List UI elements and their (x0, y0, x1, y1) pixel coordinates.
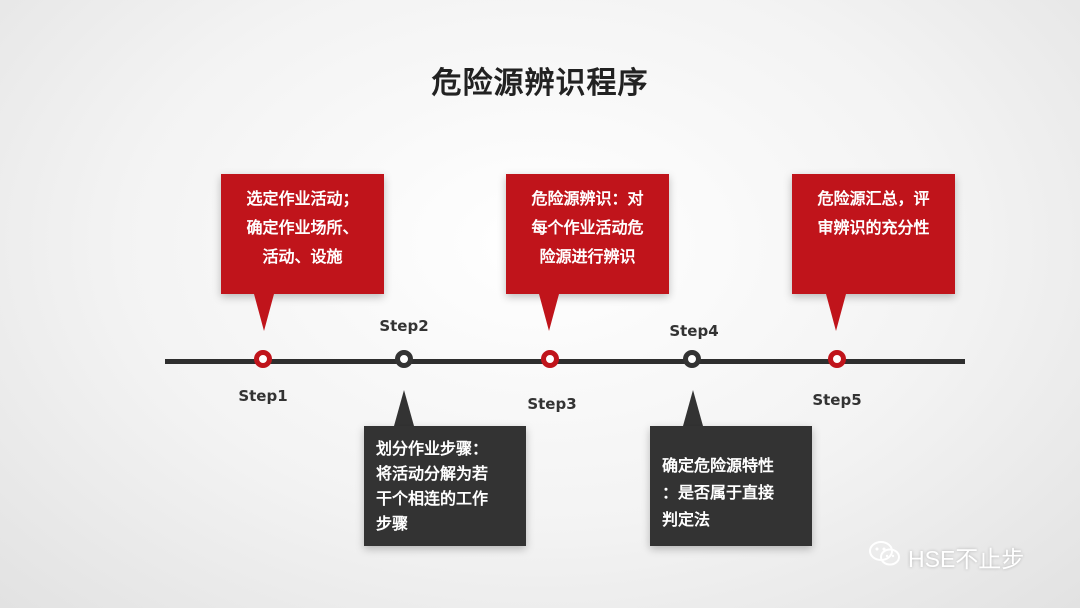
step4-box: 确定危险源特性 ：是否属于直接 判定法 (650, 426, 812, 546)
page-title: 危险源辨识程序 (431, 66, 649, 101)
step3-box-line: 险源进行辨识 (539, 247, 636, 266)
step4-box-line: 确定危险源特性 (662, 456, 775, 475)
step5-pointer (826, 294, 846, 331)
step2-box-line: 干个相连的工作 (376, 489, 489, 508)
step4-pointer (683, 390, 703, 426)
step1-label: Step1 (238, 387, 288, 405)
watermark-text: HSE不止步 (908, 546, 1025, 572)
wechat-icon (868, 539, 908, 575)
step5-box: 危险源汇总，评 审辨识的充分性 (792, 174, 955, 294)
step4-node (683, 350, 701, 368)
step1-box-line: 确定作业场所、 (246, 218, 359, 237)
step5-label: Step5 (812, 391, 862, 409)
step2-pointer (394, 390, 414, 426)
watermark: HSE不止步 (868, 540, 1024, 574)
step2-box-line: 步骤 (376, 514, 409, 533)
step2-node (395, 350, 413, 368)
step4-label: Step4 (669, 322, 719, 340)
step3-label: Step3 (527, 395, 577, 413)
step5-box-line: 审辨识的充分性 (817, 218, 930, 237)
step1-node (254, 350, 272, 368)
step2-box-line: 划分作业步骤： (376, 439, 489, 458)
step1-pointer (254, 294, 274, 331)
step1-box-line: 选定作业活动； (246, 189, 359, 208)
step5-node (828, 350, 846, 368)
step3-box-line: 危险源辨识：对 (531, 189, 644, 208)
step3-node (541, 350, 559, 368)
step4-box-line: ：是否属于直接 (662, 483, 775, 502)
step1-box: 选定作业活动； 确定作业场所、 活动、设施 (221, 174, 384, 294)
step2-label: Step2 (379, 317, 429, 335)
timeline-line (165, 359, 965, 364)
step2-box-line: 将活动分解为若 (376, 464, 489, 483)
step1-box-line: 活动、设施 (262, 247, 343, 266)
step3-box: 危险源辨识：对 每个作业活动危 险源进行辨识 (506, 174, 669, 294)
step2-box: 划分作业步骤： 将活动分解为若 干个相连的工作 步骤 (364, 426, 526, 546)
step3-pointer (539, 294, 559, 331)
step4-box-line: 判定法 (662, 510, 711, 529)
step5-box-line: 危险源汇总，评 (817, 189, 930, 208)
step3-box-line: 每个作业活动危 (531, 218, 644, 237)
